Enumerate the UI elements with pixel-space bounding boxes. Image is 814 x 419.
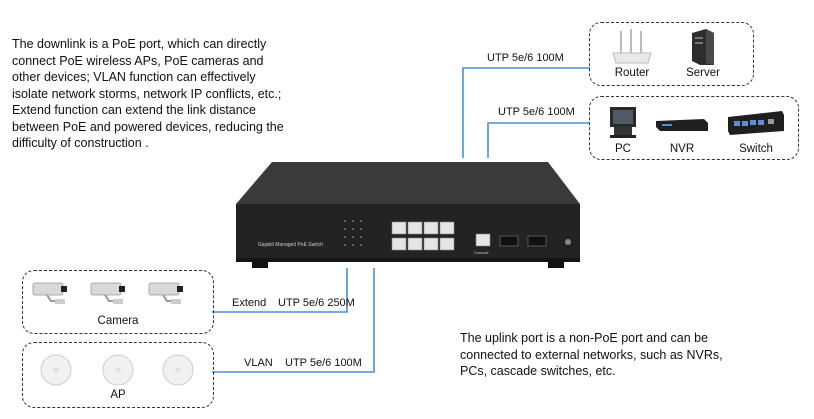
camera-label: Camera xyxy=(97,315,139,327)
switch-icon xyxy=(728,111,784,135)
wire-camera xyxy=(212,268,348,313)
switch-console-label: Console xyxy=(474,250,489,255)
camera-icon xyxy=(90,282,125,304)
server-icon xyxy=(692,29,714,65)
extend-cable-label: UTP 5e/6 250M xyxy=(278,297,355,309)
main-switch-body xyxy=(236,162,580,268)
nvr-icon xyxy=(656,119,708,131)
camera-icon xyxy=(148,282,183,304)
extend-mode-label: Extend xyxy=(232,297,267,309)
ap-icon xyxy=(162,354,194,386)
pc-icon xyxy=(610,107,636,138)
pc-label: PC xyxy=(615,143,631,155)
wire-router-server xyxy=(462,67,590,158)
ap-icon xyxy=(40,354,72,386)
wire-ap xyxy=(212,268,375,373)
router-label: Router xyxy=(614,67,650,79)
nvr-label: NVR xyxy=(669,143,695,155)
server-label: Server xyxy=(686,67,720,79)
switch-model-label: Gigabit Managed PoE Switch xyxy=(258,242,324,248)
uplink-description: The uplink port is a non-PoE port and ca… xyxy=(460,331,723,378)
camera-icon xyxy=(32,282,67,304)
switch-label: Switch xyxy=(739,143,773,155)
vlan-mode-label: VLAN xyxy=(244,357,273,369)
main-switch: Gigabit Managed PoE Switch Console xyxy=(228,158,588,270)
link-label-top2: UTP 5e/6 100M xyxy=(498,106,575,118)
downlink-description: The downlink is a PoE port, which can di… xyxy=(12,37,284,150)
router-icon xyxy=(612,29,652,64)
ap-icon xyxy=(102,354,134,386)
pc-nvr-switch-group: PC NVR Switch xyxy=(589,96,799,160)
router-server-group: Router Server xyxy=(589,22,754,86)
vlan-cable-label: UTP 5e/6 100M xyxy=(285,357,362,369)
ap-label: AP xyxy=(110,389,126,401)
wire-pc-nvr-switch xyxy=(487,122,590,158)
camera-group: Camera xyxy=(22,270,214,334)
link-label-top1: UTP 5e/6 100M xyxy=(487,52,564,64)
ap-group: AP xyxy=(22,342,214,408)
